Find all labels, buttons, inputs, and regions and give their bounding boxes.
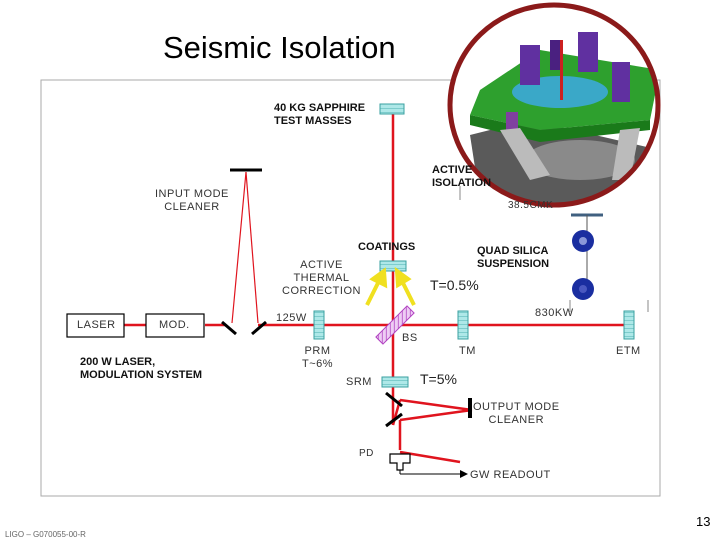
- thermal-correction-arrows: [365, 266, 416, 306]
- input-mode-cleaner-beam: [231, 171, 259, 324]
- prm-label: PRM: [304, 345, 331, 357]
- omc-mirror-lower: [385, 412, 403, 428]
- test-masses-label-1: 40 KG SAPPHIRE: [274, 102, 366, 114]
- srm-transmission-label: T=5%: [420, 371, 457, 387]
- pd-label: PD: [359, 448, 374, 459]
- prm-transmission-label: T~6%: [302, 358, 334, 370]
- etm-label: ETM: [616, 345, 641, 357]
- itm-label: TM: [459, 345, 476, 357]
- quad-suspension-label-1: QUAD SILICA: [477, 245, 549, 257]
- imc-right-mirror: [251, 320, 267, 336]
- seismic-platform-illustration: [450, 5, 658, 205]
- callout-ring: [447, 2, 661, 208]
- laser-system-label-2: MODULATION SYSTEM: [80, 369, 203, 381]
- active-isolation-label-1: ACTIVE: [432, 164, 473, 176]
- quad-suspension-label-2: SUSPENSION: [477, 258, 550, 270]
- beamsplitter-optic: [375, 305, 415, 345]
- test-masses-label-2: TEST MASSES: [274, 115, 352, 127]
- input-mode-cleaner-label-2: CLEANER: [164, 201, 220, 213]
- modulator-box: [145, 313, 205, 338]
- output-mode-cleaner-label-1: OUTPUT MODE: [473, 401, 560, 413]
- footer-code: LIGO – G070055-00-R: [5, 530, 86, 539]
- slide-title: Seismic Isolation: [163, 30, 396, 65]
- itm-y-optic: [379, 260, 407, 272]
- prm-power-label: 125W: [276, 312, 307, 324]
- laser-label: LASER: [77, 319, 116, 331]
- active-isolation-label-2: ISOLATION: [432, 177, 492, 189]
- prm-optic: [313, 310, 325, 340]
- photodetector: [389, 453, 411, 471]
- itm-x-optic: [457, 310, 469, 340]
- diagram-frame: [40, 79, 661, 497]
- mod-label: MOD.: [159, 319, 190, 331]
- output-mode-cleaner-label-2: CLEANER: [488, 414, 545, 426]
- page-number: 13: [696, 514, 711, 529]
- coatings-label: COATINGS: [358, 241, 416, 253]
- active-thermal-label-3: CORRECTION: [282, 285, 361, 297]
- active-thermal-label-1: ACTIVE: [300, 259, 343, 271]
- omc-mirror-upper: [385, 391, 403, 408]
- cavity-power-label: 38.5CMK: [508, 200, 554, 211]
- laser-system-label-1: 200 W LASER,: [80, 356, 156, 368]
- quad-suspension-illustration: [571, 213, 603, 300]
- srm-label: SRM: [346, 376, 372, 388]
- itm-transmission-label: T=0.5%: [430, 277, 479, 293]
- arm-power-label: 830KW: [535, 307, 574, 319]
- etm-x-optic: [623, 310, 635, 340]
- input-mode-cleaner-label-1: INPUT MODE: [155, 188, 229, 200]
- bs-label: BS: [402, 332, 418, 344]
- imc-left-mirror: [221, 320, 237, 336]
- etm-y-optic: [379, 103, 405, 115]
- srm-optic: [381, 376, 409, 388]
- active-thermal-label-2: THERMAL: [293, 272, 350, 284]
- gw-readout-label: GW READOUT: [470, 469, 551, 481]
- laser-box: [66, 313, 125, 338]
